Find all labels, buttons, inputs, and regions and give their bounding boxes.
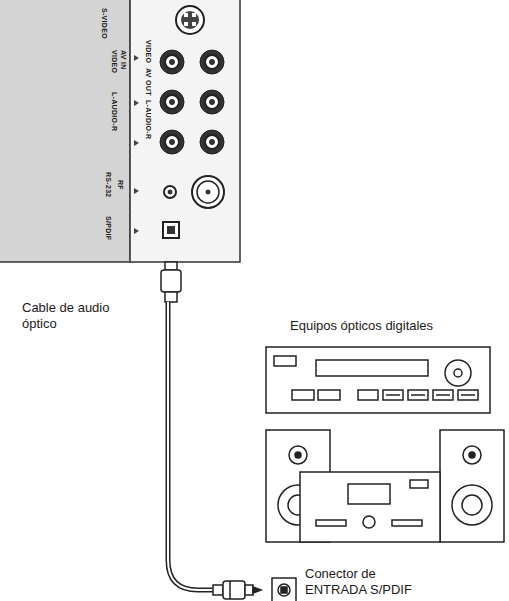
rca-jacks <box>160 50 224 154</box>
port-label: VIDEO <box>110 50 118 73</box>
optical-cable <box>161 262 261 599</box>
port-label: S/PDIF <box>104 216 112 240</box>
equipment-label: Equipos ópticos digitales <box>290 318 433 334</box>
rf-rs232-ports <box>164 176 224 208</box>
port-label: S-VIDEO <box>100 8 108 39</box>
port-label: L-AUDIO-R <box>110 92 118 131</box>
port-label: RS-232 <box>104 172 112 198</box>
port-label: RF <box>116 180 124 190</box>
port-label: VIDEO <box>144 40 152 63</box>
port-label: AV OUT <box>144 68 152 96</box>
cable-label: Cable de audio óptico <box>22 300 142 332</box>
port-label: L-AUDIO-R <box>144 100 152 139</box>
connector-label: Conector de ENTRADA S/PDIF <box>305 566 440 598</box>
stereo-system <box>266 430 504 542</box>
spdif-port <box>163 222 179 238</box>
s-video-port <box>176 6 204 34</box>
pointer-arrows <box>134 55 139 234</box>
tv-back-panel <box>0 0 240 262</box>
spdif-input-connector <box>272 578 296 601</box>
digital-receiver <box>266 347 490 413</box>
port-label: AV IN <box>119 50 127 70</box>
